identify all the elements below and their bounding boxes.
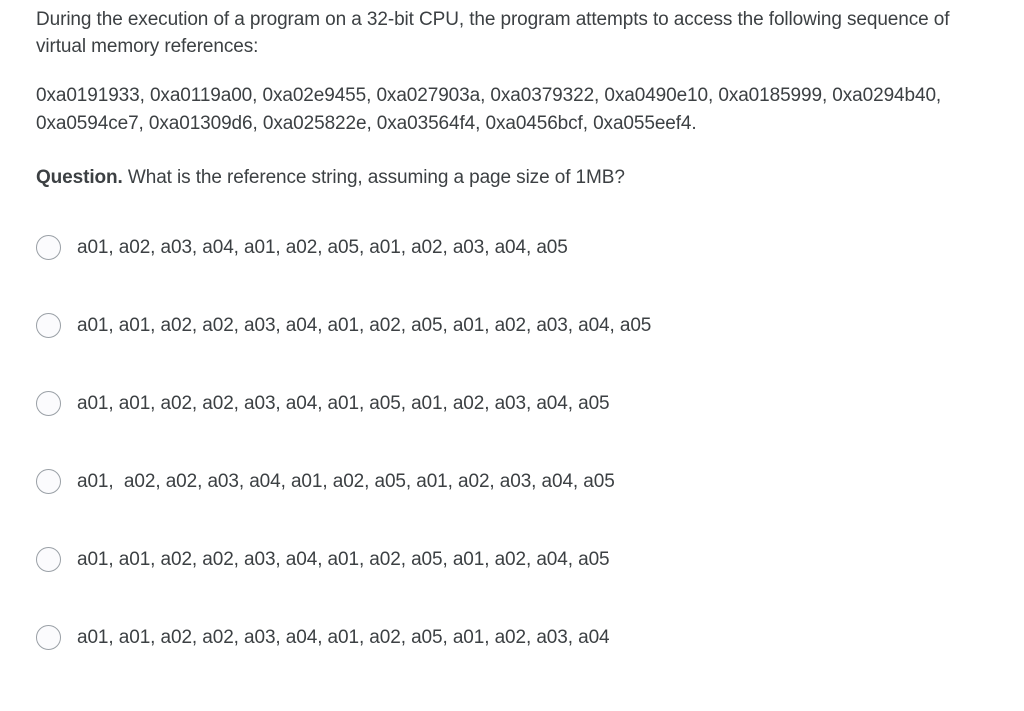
radio-button-icon-4[interactable] <box>36 468 61 494</box>
radio-button-icon-1[interactable] <box>36 234 61 260</box>
option-label-5: a01, a01, a02, a02, a03, a04, a01, a02, … <box>77 548 610 570</box>
option-label-4: a01, a02, a02, a03, a04, a01, a02, a05, … <box>77 470 615 492</box>
question-prompt: Question. What is the reference string, … <box>36 164 988 191</box>
option-row-6[interactable]: a01, a01, a02, a02, a03, a04, a01, a02, … <box>36 615 988 659</box>
radio-button-icon-2[interactable] <box>36 312 61 338</box>
option-label-2: a01, a01, a02, a02, a03, a04, a01, a02, … <box>77 314 652 336</box>
radio-button-icon-6[interactable] <box>36 624 61 650</box>
question-page: During the execution of a program on a 3… <box>36 9 988 659</box>
option-row-1[interactable]: a01, a02, a03, a04, a01, a02, a05, a01, … <box>36 225 988 269</box>
option-row-3[interactable]: a01, a01, a02, a02, a03, a04, a01, a05, … <box>36 381 988 425</box>
intro-paragraph: During the execution of a program on a 3… <box>36 9 950 57</box>
question-text: What is the reference string, assuming a… <box>122 167 625 188</box>
question-label: Question. <box>36 167 123 188</box>
radio-button-icon-3[interactable] <box>36 390 61 416</box>
option-label-3: a01, a01, a02, a02, a03, a04, a01, a05, … <box>77 392 610 414</box>
answer-options-list: a01, a02, a03, a04, a01, a02, a05, a01, … <box>36 225 988 659</box>
radio-button-icon-5[interactable] <box>36 546 61 572</box>
memory-references-list: 0xa0191933, 0xa0119a00, 0xa02e9455, 0xa0… <box>36 85 942 134</box>
option-row-4[interactable]: a01, a02, a02, a03, a04, a01, a02, a05, … <box>36 459 988 503</box>
option-row-2[interactable]: a01, a01, a02, a02, a03, a04, a01, a02, … <box>36 303 988 347</box>
option-row-5[interactable]: a01, a01, a02, a02, a03, a04, a01, a02, … <box>36 537 988 581</box>
option-label-1: a01, a02, a03, a04, a01, a02, a05, a01, … <box>77 236 568 258</box>
option-label-6: a01, a01, a02, a02, a03, a04, a01, a02, … <box>77 626 610 648</box>
